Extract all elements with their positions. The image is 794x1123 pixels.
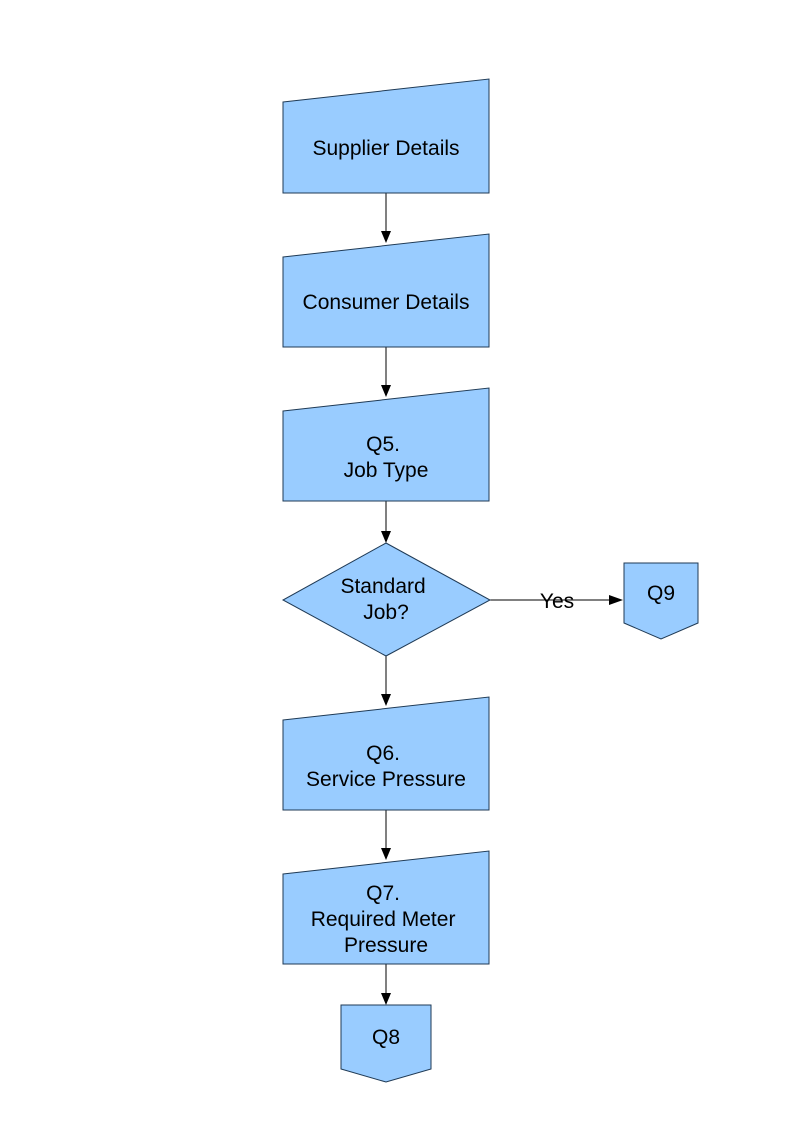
label-line: Q8 [372, 1026, 400, 1049]
node-label: Q9 [647, 582, 675, 605]
label-line: Service Pressure [306, 768, 466, 791]
edge-supplier-to-consumer [381, 193, 391, 243]
node-label: Supplier Details [312, 137, 459, 160]
node-q9-connector: Q9 [623, 562, 699, 640]
label-line: Job? [363, 601, 409, 624]
label-line: Q9 [647, 582, 675, 605]
label-line: Supplier Details [312, 137, 459, 160]
node-label: Q5. Job Type [344, 433, 429, 482]
label-line: Q5. [366, 433, 400, 456]
node-consumer-details: Consumer Details [282, 233, 490, 348]
label-line: Standard [340, 575, 425, 598]
node-label: Standard Job? [340, 575, 431, 624]
edge-q7-to-q8 [381, 964, 391, 1005]
node-supplier-details: Supplier Details [282, 78, 490, 194]
node-label: Q8 [372, 1026, 400, 1049]
node-q5-job-type: Q5. Job Type [282, 387, 490, 502]
edge-standard-job-to-q6 [381, 656, 391, 706]
label-line: Consumer Details [303, 291, 470, 314]
node-q7-required-meter-pressure: Q7. Required Meter Pressure [282, 850, 490, 965]
node-q8-connector: Q8 [340, 1004, 432, 1083]
label-line: Required Meter [311, 908, 456, 931]
connectors: Yes [381, 193, 623, 1005]
edge-q5-to-standard-job [381, 501, 391, 543]
node-standard-job-decision: Standard Job? [281, 542, 492, 657]
edge-q6-to-q7 [381, 810, 391, 860]
edge-standard-job-to-q9: Yes [490, 590, 623, 613]
label-line: Pressure [344, 934, 428, 957]
label-line: Q6. [366, 742, 400, 765]
node-label: Q6. Service Pressure [306, 742, 466, 791]
edge-consumer-to-q5 [381, 347, 391, 397]
node-label: Consumer Details [303, 291, 470, 314]
label-line: Job Type [344, 459, 429, 482]
edge-label-yes: Yes [540, 590, 574, 613]
node-q6-service-pressure: Q6. Service Pressure [282, 696, 490, 811]
label-line: Q7. [366, 882, 400, 905]
node-label: Q7. Required Meter Pressure [311, 882, 462, 957]
